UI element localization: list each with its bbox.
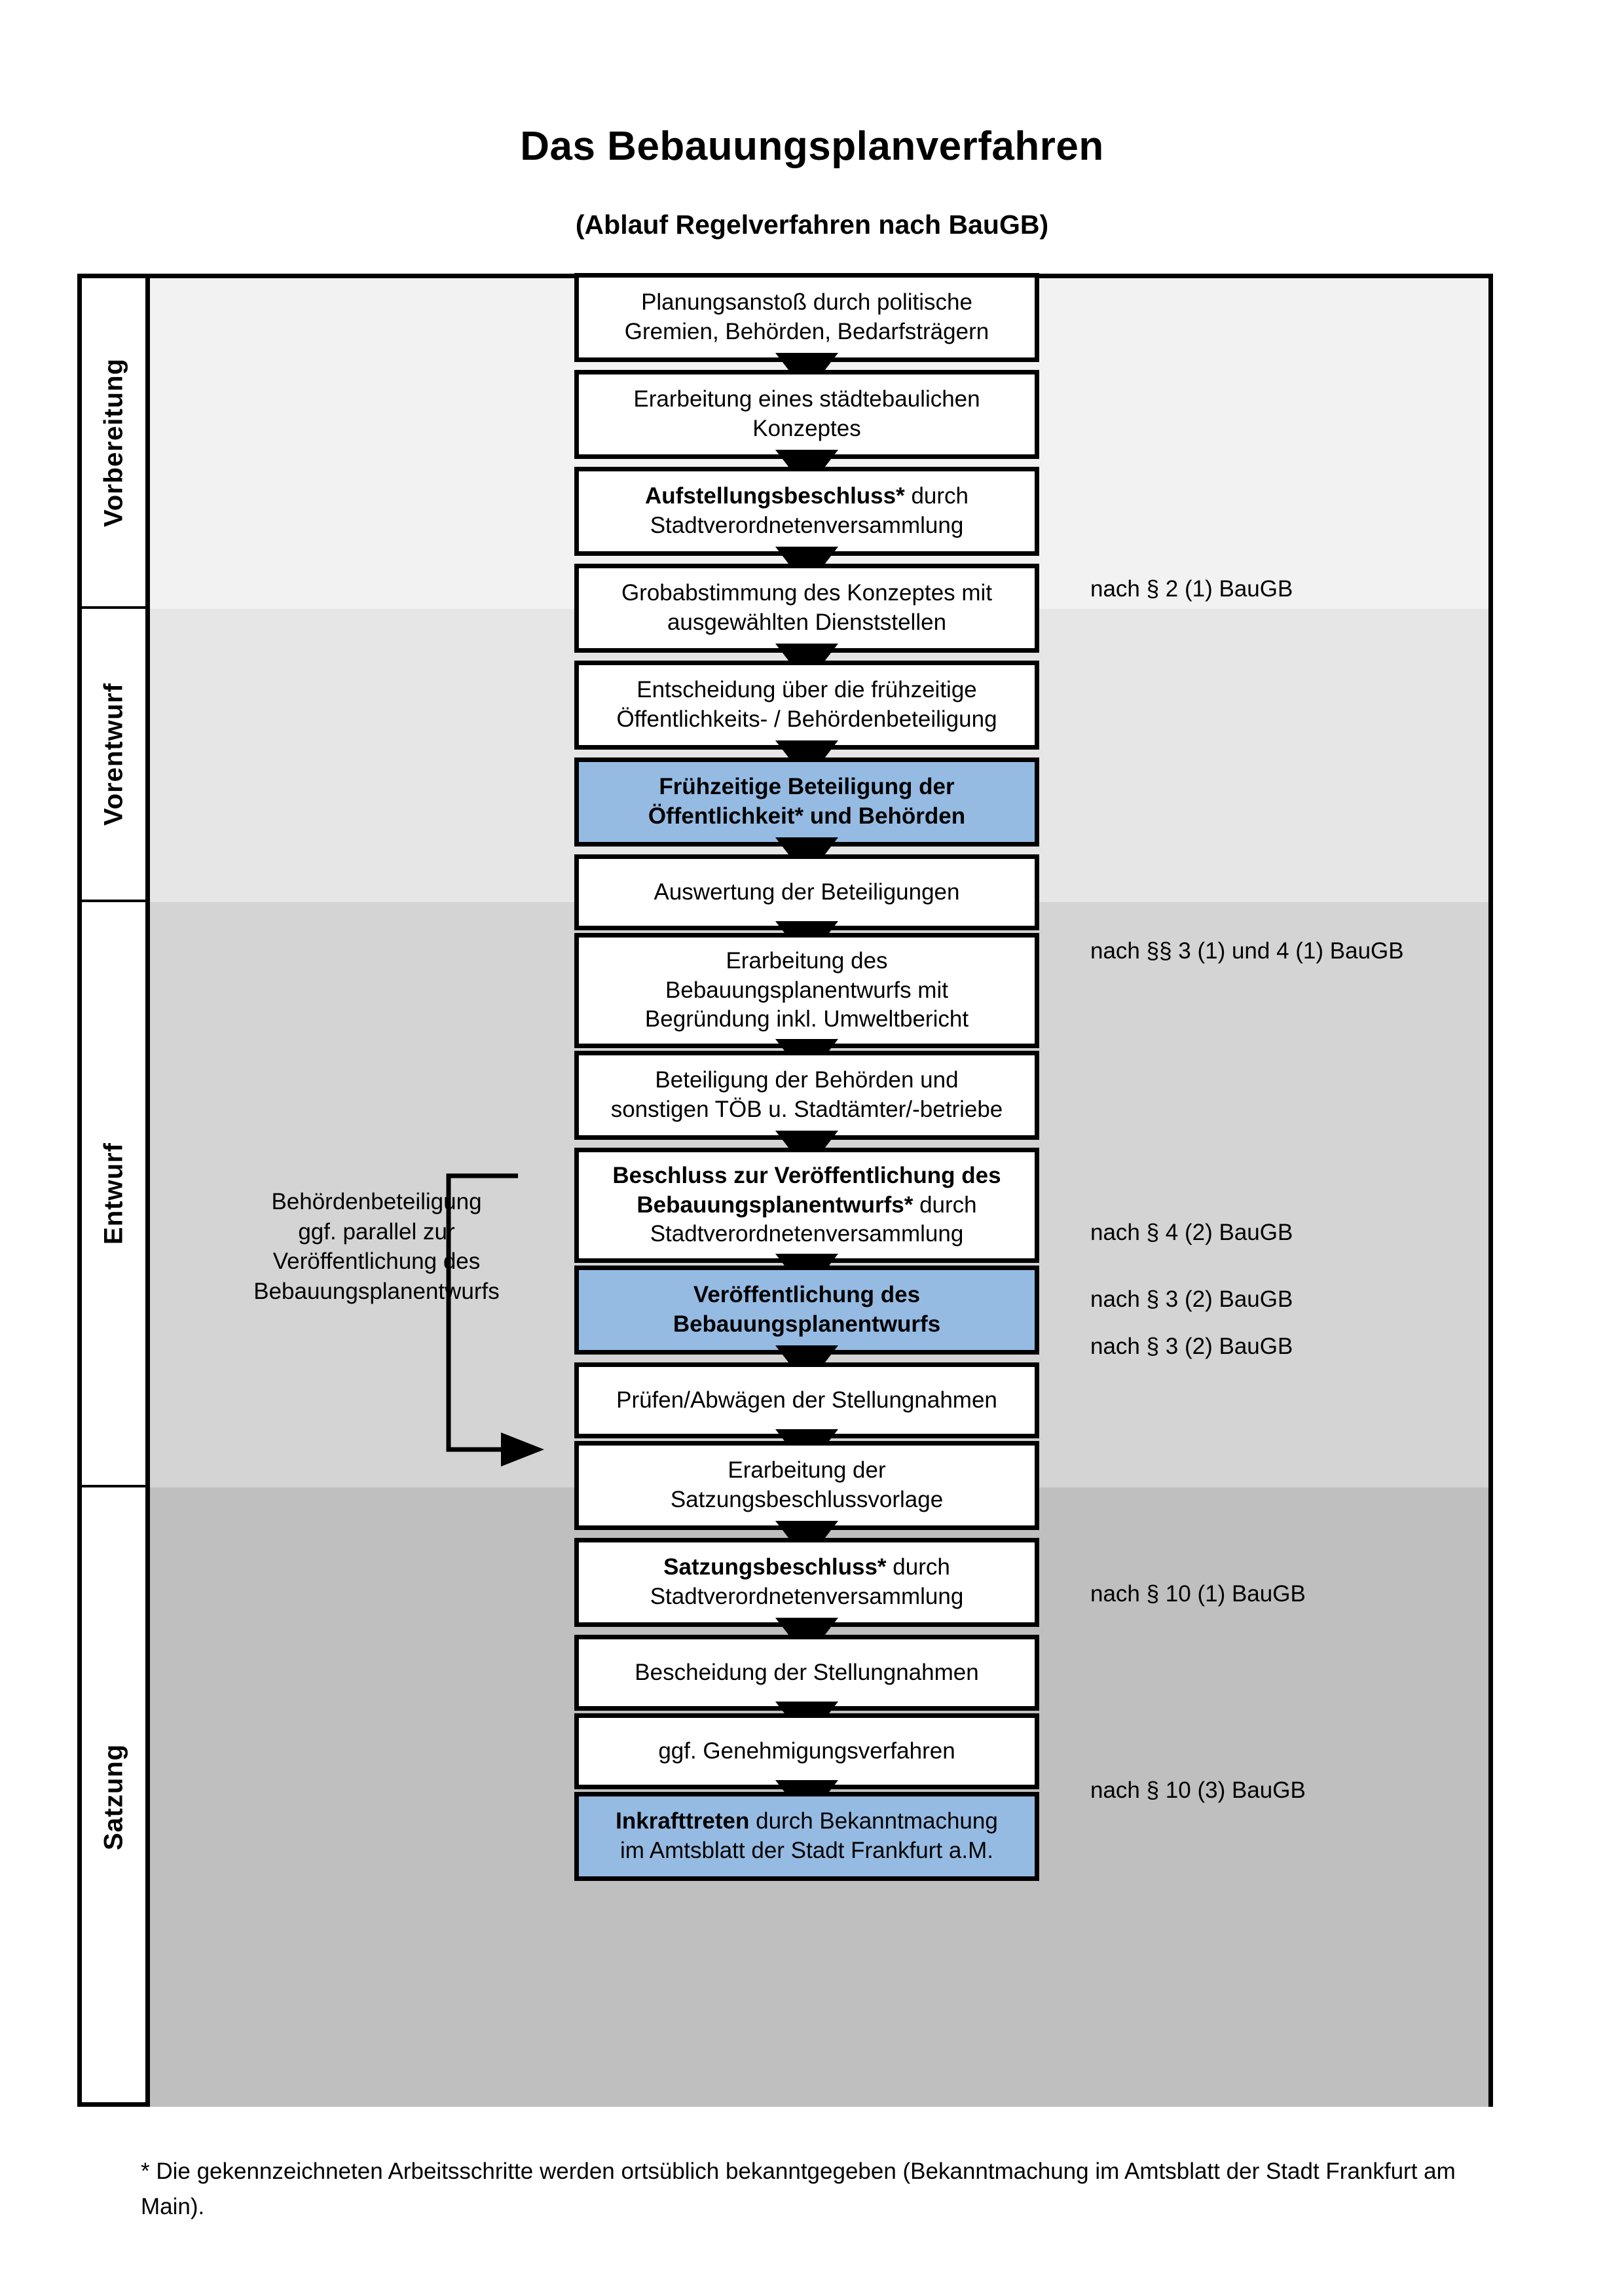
legal-reference-ref-par4-2: nach § 4 (2) BauGB <box>1090 1220 1293 1245</box>
flow-step-label: Prüfen/Abwägen der Stellungnahmen <box>616 1387 997 1413</box>
footnote-text: * Die gekennzeichneten Arbeitsschritte w… <box>141 2159 1456 2220</box>
page-subtitle: (Ablauf Regelverfahren nach BauGB) <box>575 210 1049 240</box>
flow-step-genehmigungsverfahren: ggf. Genehmigungsverfahren <box>574 1713 1039 1789</box>
phase-label-satzung: Satzung <box>99 1743 128 1851</box>
page-title: Das Bebauungsplanverfahren <box>520 124 1104 169</box>
legal-reference-ref-par10-1: nach § 10 (1) BauGB <box>1090 1581 1306 1607</box>
flow-step-label: ggf. Genehmigungsverfahren <box>658 1738 955 1764</box>
flow-step-label: Bescheidung der Stellungnahmen <box>635 1659 979 1685</box>
legal-reference-ref-par3-2-a: nach § 3 (2) BauGB <box>1090 1286 1293 1312</box>
legal-reference-ref-par10-3: nach § 10 (3) BauGB <box>1090 1777 1306 1803</box>
phase-cell-vorbereitung: Vorbereitung <box>82 278 145 609</box>
phase-band-vorentwurf <box>150 609 1488 902</box>
flow-step-pruefen-abwaegen: Prüfen/Abwägen der Stellungnahmen <box>574 1362 1039 1438</box>
phase-label-vorentwurf: Vorentwurf <box>99 682 128 826</box>
phase-label-entwurf: Entwurf <box>99 1142 128 1245</box>
flow-step-auswertung-beteiligungen: Auswertung der Beteiligungen <box>574 854 1039 930</box>
flow-step-label: Auswertung der Beteiligungen <box>654 879 960 905</box>
flow-step-bescheidung-stellungnahmen: Bescheidung der Stellungnahmen <box>574 1635 1039 1711</box>
legal-reference-ref-par3-2-b: nach § 3 (2) BauGB <box>1090 1334 1293 1359</box>
phase-cell-entwurf: Entwurf <box>82 902 145 1487</box>
phase-label-vorbereitung: Vorbereitung <box>99 357 128 527</box>
phase-cell-vorentwurf: Vorentwurf <box>82 609 145 902</box>
legal-reference-ref-par2-1: nach § 2 (1) BauGB <box>1090 576 1293 602</box>
phase-cell-satzung: Satzung <box>82 1487 145 2107</box>
legal-reference-ref-par3-1-4-1: nach §§ 3 (1) und 4 (1) BauGB <box>1090 938 1404 964</box>
